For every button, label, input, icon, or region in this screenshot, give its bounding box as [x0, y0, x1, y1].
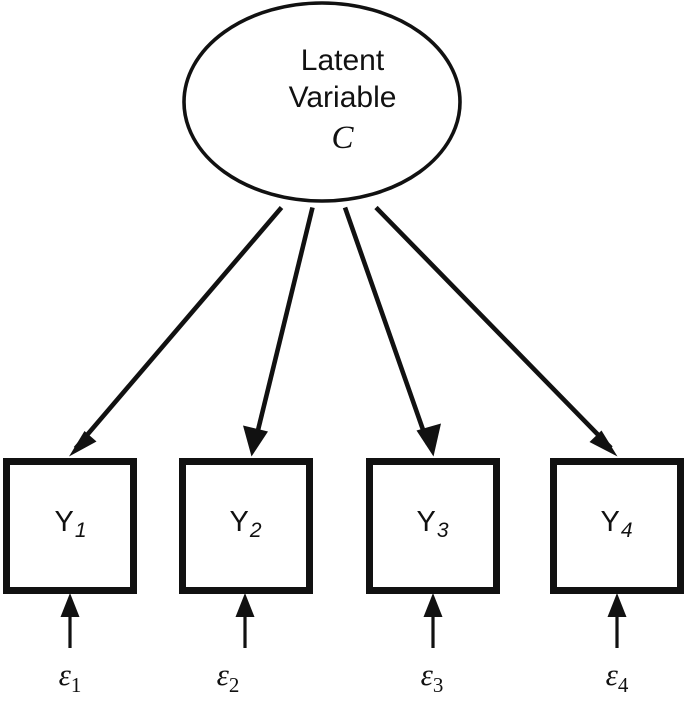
- indicator-label-4: Y4: [566, 505, 666, 542]
- arrowhead-2: [243, 425, 268, 457]
- indicator-label-1-base: Y: [54, 506, 74, 538]
- arrowhead-1: [69, 431, 97, 457]
- error-label-3-base: ε: [420, 657, 433, 692]
- error-label-3-subscript: 3: [432, 673, 444, 697]
- indicator-label-2-subscript: 2: [249, 519, 262, 542]
- error-label-2: ε2: [178, 657, 278, 698]
- arrowhead-4: [589, 430, 618, 457]
- latent-variable-ellipse[interactable]: [182, 1, 462, 203]
- indicator-label-3: Y3: [382, 505, 482, 542]
- arrowhead-3: [416, 423, 441, 457]
- indicator-box-2[interactable]: [179, 458, 313, 594]
- error-arrowhead-1: [60, 593, 80, 617]
- latent-variable-symbol: C: [331, 120, 354, 156]
- indicator-label-3-base: Y: [416, 506, 436, 538]
- loading-arrow-2[interactable]: [243, 206, 315, 457]
- indicator-box-3[interactable]: [366, 458, 500, 594]
- indicator-label-1: Y1: [20, 505, 120, 542]
- indicator-box-4[interactable]: [550, 458, 684, 594]
- indicator-label-3-subscript: 3: [436, 519, 449, 542]
- latent-variable-label-line1: Latent: [300, 44, 385, 77]
- error-label-2-subscript: 2: [228, 673, 240, 697]
- error-label-1: ε1: [20, 657, 120, 698]
- error-arrowhead-4: [607, 593, 627, 617]
- error-label-4: ε4: [567, 657, 667, 698]
- indicator-label-4-subscript: 4: [620, 519, 633, 542]
- indicator-box-1[interactable]: [3, 458, 137, 594]
- error-arrowhead-3: [423, 593, 443, 617]
- indicator-label-4-base: Y: [600, 506, 620, 538]
- error-arrowhead-2: [235, 593, 255, 617]
- loading-arrow-4[interactable]: [374, 205, 618, 457]
- indicator-label-1-subscript: 1: [74, 519, 87, 542]
- latent-variable-label-line2: Variable: [288, 81, 397, 114]
- error-label-1-subscript: 1: [70, 673, 82, 697]
- error-arrow-3[interactable]: [423, 593, 443, 648]
- error-label-4-base: ε: [605, 657, 618, 692]
- error-label-3: ε3: [382, 657, 482, 698]
- error-arrow-2[interactable]: [235, 593, 255, 648]
- error-label-2-base: ε: [216, 657, 229, 692]
- loading-arrow-3[interactable]: [342, 206, 441, 457]
- indicator-label-2: Y2: [195, 505, 295, 542]
- error-label-1-base: ε: [58, 657, 71, 692]
- loading-arrow-1[interactable]: [69, 206, 284, 457]
- indicator-label-2-base: Y: [229, 506, 249, 538]
- error-arrow-4[interactable]: [607, 593, 627, 648]
- error-label-4-subscript: 4: [617, 673, 629, 697]
- error-arrow-1[interactable]: [60, 593, 80, 648]
